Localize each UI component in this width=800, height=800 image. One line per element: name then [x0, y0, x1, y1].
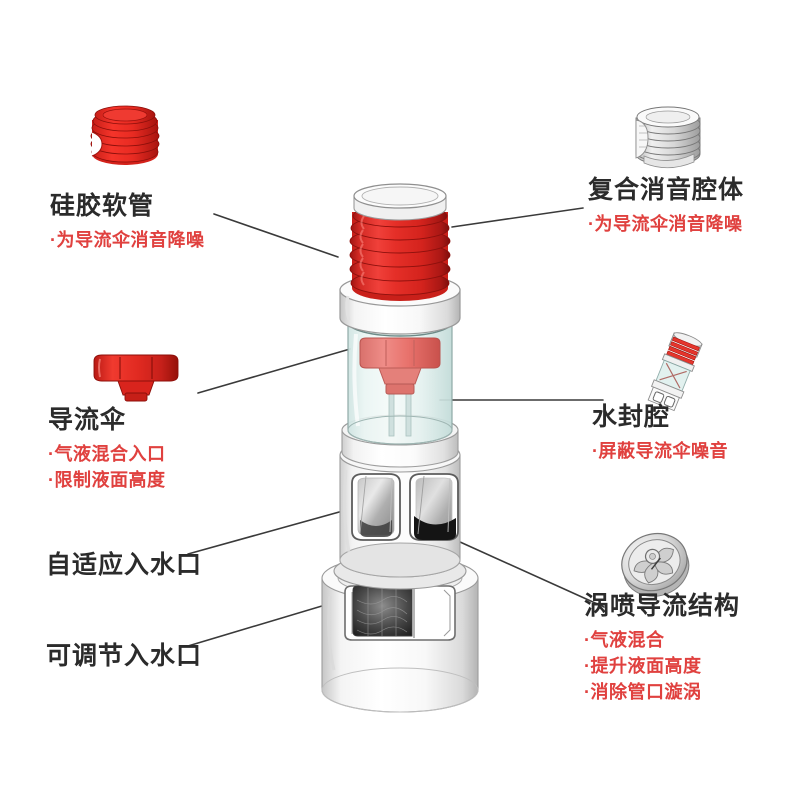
top-white-rim — [353, 183, 447, 221]
callout-title: 涡喷导流结构 — [584, 592, 741, 620]
callout-bullets: ·气液混合 ·提升液面高度 ·消除管口漩涡 — [584, 627, 740, 705]
adaptive-inlet-window-right — [409, 473, 459, 541]
callout-title: 硅胶软管 — [50, 192, 155, 220]
inner-diverter-umbrella — [359, 337, 441, 437]
callout-bullets: ·屏蔽导流伞噪音 — [592, 438, 728, 464]
callout-title: 自适应入水口 — [46, 551, 203, 579]
callout-bullet: ·气液混合 — [584, 629, 665, 650]
callout-title: 复合消音腔体 — [588, 176, 745, 204]
callout-bullet: ·气液混合入口 — [48, 443, 166, 464]
callout-vortex-jet-diverter: 涡喷导流结构 ·气液混合 ·提升液面高度 ·消除管口漩涡 — [584, 592, 740, 705]
callout-bullets: ·气液混合入口 ·限制液面高度 — [48, 441, 166, 493]
swirl-disc-icon — [621, 532, 690, 597]
callout-bullet: ·为导流伞消音降噪 — [50, 229, 205, 250]
adaptive-inlet-barrel — [333, 437, 467, 590]
callout-bullet: ·屏蔽导流伞噪音 — [592, 440, 728, 461]
callout-title: 水封腔 — [592, 403, 671, 431]
callout-adjustable-water-inlet: 可调节入水口 — [46, 642, 202, 672]
callout-bullet: ·为导流伞消音降噪 — [588, 213, 743, 234]
callout-title: 导流伞 — [48, 406, 127, 434]
red-umbrella-icon — [93, 354, 179, 402]
adjustable-inlet-window — [344, 585, 456, 641]
callout-bullets: ·为导流伞消音降噪 — [588, 211, 744, 237]
callout-bullet: ·限制液面高度 — [48, 469, 166, 490]
callout-title: 可调节入水口 — [46, 642, 203, 670]
callout-diverter-umbrella: 导流伞 ·气液混合入口 ·限制液面高度 — [48, 406, 166, 493]
mini-device-icon — [647, 332, 703, 412]
callout-bullet: ·提升液面高度 — [584, 655, 702, 676]
adaptive-inlet-window-left — [351, 473, 401, 541]
red-ribbed-hose-icon — [90, 105, 160, 165]
callout-adaptive-water-inlet: 自适应入水口 — [46, 551, 202, 581]
callout-composite-silencer-chamber: 复合消音腔体 ·为导流伞消音降噪 — [588, 176, 744, 237]
callout-bullet: ·消除管口漩涡 — [584, 681, 702, 702]
callout-bullets: ·为导流伞消音降噪 — [50, 227, 205, 253]
grey-ribbed-cylinder-icon — [635, 106, 701, 169]
callout-silicone-hose: 硅胶软管 ·为导流伞消音降噪 — [50, 192, 205, 253]
callout-water-seal-chamber: 水封腔 ·屏蔽导流伞噪音 — [592, 403, 728, 464]
